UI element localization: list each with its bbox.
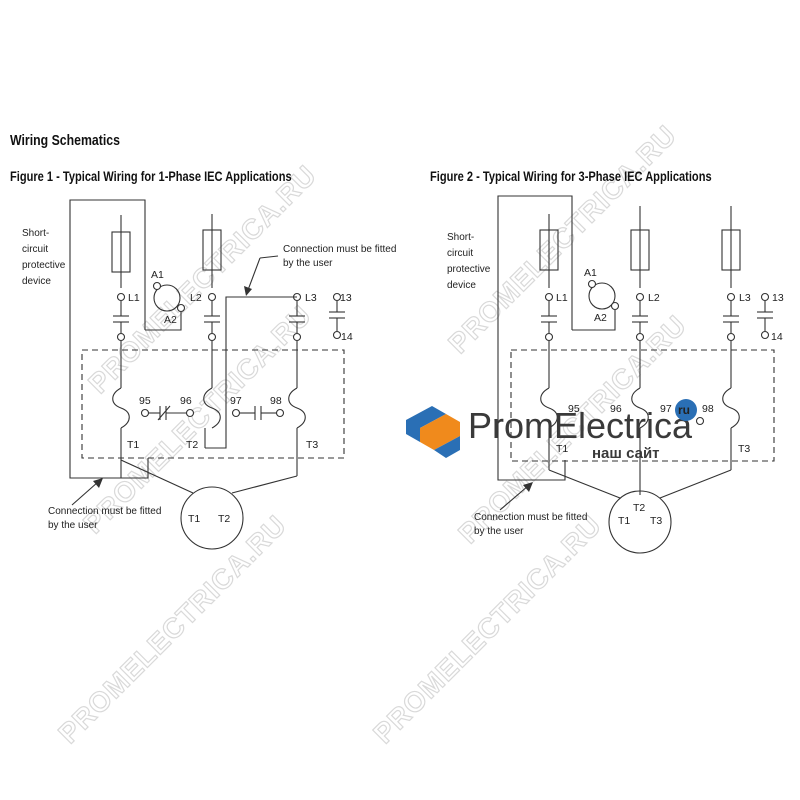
motor-terminal: T1 [188, 513, 200, 525]
user-note: by the user [283, 258, 333, 269]
terminal-label: A2 [594, 312, 607, 324]
logo-tagline: наш сайт [592, 445, 660, 462]
terminal-label: A1 [151, 269, 164, 281]
figure1-title: Figure 1 - Typical Wiring for 1-Phase IE… [10, 169, 292, 184]
scpd-label: device [447, 280, 476, 291]
user-note: Connection must be fitted [283, 244, 396, 255]
terminal-label: T1 [556, 443, 568, 455]
terminal-label: T2 [186, 439, 198, 451]
terminal-label: L2 [648, 292, 660, 304]
overload-relay-boundary [510, 349, 775, 462]
scpd-label: circuit [22, 244, 48, 255]
scpd-label: Short- [22, 228, 49, 239]
scpd-label: Short- [447, 232, 474, 243]
terminal-label: T3 [306, 439, 318, 451]
logo-name: PromElectrica [468, 405, 693, 446]
user-note: Connection must be fitted [474, 512, 587, 523]
coil-a1-a2 [153, 284, 181, 312]
terminal-label: A2 [164, 314, 177, 326]
user-note: Connection must be fitted [48, 506, 161, 517]
motor-terminal: T2 [218, 513, 230, 525]
terminal-label: 95 [139, 395, 151, 407]
user-note: by the user [48, 520, 98, 531]
terminal-label: 13 [340, 292, 352, 304]
scpd-label: protective [447, 264, 491, 275]
user-note: by the user [474, 526, 524, 537]
terminal-label: 98 [702, 403, 714, 415]
user-connection-wire [69, 199, 149, 479]
terminal-label: A1 [584, 267, 597, 279]
promelectrica-logo: PromElectrica ru наш сайт [406, 399, 697, 462]
terminal-label: 14 [341, 331, 353, 343]
terminal-label: 14 [771, 331, 783, 343]
terminal-label: L3 [305, 292, 317, 304]
motor-terminal: T2 [633, 502, 645, 514]
terminal-label: 97 [230, 395, 242, 407]
terminal-label: L1 [556, 292, 568, 304]
logo-mark-icon [406, 406, 446, 442]
terminal-label: T1 [127, 439, 139, 451]
terminal-label: L2 [190, 292, 202, 304]
motor-terminal: T1 [618, 515, 630, 527]
terminal-label: L3 [739, 292, 751, 304]
terminal-label: 97 [660, 403, 672, 415]
overload-relay-boundary [81, 349, 345, 459]
coil-a1-a2 [588, 282, 616, 310]
terminal-label: 98 [270, 395, 282, 407]
motor [608, 490, 672, 554]
motor [180, 486, 244, 550]
terminal-label: 96 [610, 403, 622, 415]
motor-terminal: T3 [650, 515, 662, 527]
terminal-label: L1 [128, 292, 140, 304]
terminal-label: T3 [738, 443, 750, 455]
figure2-title: Figure 2 - Typical Wiring for 3-Phase IE… [430, 169, 712, 184]
scpd-label: device [22, 276, 51, 287]
terminal-label: 95 [568, 403, 580, 415]
page-title: Wiring Schematics [10, 132, 120, 149]
scpd-label: circuit [447, 248, 473, 259]
terminal-label: 13 [772, 292, 784, 304]
scpd-label: protective [22, 260, 66, 271]
logo-badge: ru [678, 403, 690, 417]
terminal-label: 96 [180, 395, 192, 407]
